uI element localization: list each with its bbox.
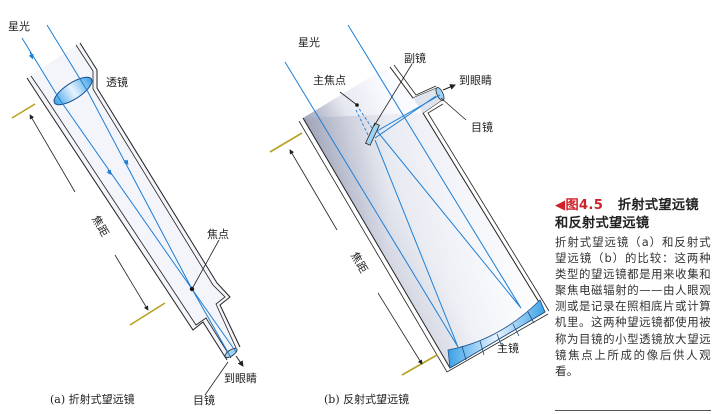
figure-title-text: 折射式望远镜和反射式望远镜 bbox=[555, 198, 699, 231]
refracting-telescope: 星光 透镜 焦距 焦点 到眼睛 目镜 (a) 折射式望远镜 bbox=[8, 19, 257, 407]
light-ray bbox=[21, 37, 237, 353]
primary-mirror-label: 主镜 bbox=[497, 341, 519, 355]
starlight-label-a: 星光 bbox=[8, 19, 30, 33]
divider bbox=[555, 410, 711, 411]
eyepiece-label-b: 目镜 bbox=[471, 120, 493, 134]
focal-length-tick bbox=[269, 132, 303, 153]
light-ray bbox=[347, 24, 522, 309]
figure-caption-panel: ◀图4.5 折射式望远镜和反射式望远镜 折射式望远镜（a）和反射式望远镜（b）的… bbox=[555, 197, 711, 379]
eyepiece-lens-b bbox=[435, 87, 445, 101]
to-eye-label-b: 到眼睛 bbox=[459, 74, 492, 87]
focal-length-tick bbox=[129, 302, 166, 326]
focal-length-tick bbox=[11, 103, 36, 119]
eyepiece-label-a: 目镜 bbox=[193, 393, 215, 407]
starlight-label-b: 星光 bbox=[298, 35, 320, 49]
focal-length-label-a: 焦距 bbox=[89, 213, 111, 239]
secondary-mirror bbox=[365, 122, 380, 146]
primary-mirror bbox=[447, 299, 546, 369]
tube-a-left-wall bbox=[26, 77, 228, 361]
lens-label: 透镜 bbox=[106, 75, 128, 89]
caption-a: (a) 折射式望远镜 bbox=[50, 392, 135, 406]
focal-length-tick bbox=[401, 354, 438, 376]
tube-a-right-wall bbox=[79, 42, 241, 348]
caption-b: (b) 反射式望远镜 bbox=[324, 392, 409, 406]
eyepiece-lens-a bbox=[224, 348, 238, 358]
figure-title: ◀图4.5 折射式望远镜和反射式望远镜 bbox=[555, 197, 711, 233]
figure-description: 折射式望远镜（a）和反射式望远镜（b）的比较：这两种类型的望远镜都是用来收集和聚… bbox=[555, 235, 711, 378]
light-ray bbox=[284, 61, 459, 348]
prime-focus-label: 主焦点 bbox=[313, 74, 346, 87]
focal-length-label-b: 焦距 bbox=[348, 250, 370, 276]
reflecting-telescope: 星光 副镜 主焦点 到眼睛 目镜 焦距 主镜 (b) 反射式望远镜 bbox=[269, 24, 550, 406]
figure-number: ◀图4.5 bbox=[555, 198, 604, 213]
to-eye-label-a: 到眼睛 bbox=[224, 372, 257, 385]
focal-point-label: 焦点 bbox=[207, 228, 229, 241]
secondary-mirror-label: 副镜 bbox=[404, 51, 426, 65]
objective-lens bbox=[53, 76, 93, 106]
light-ray bbox=[46, 24, 231, 357]
